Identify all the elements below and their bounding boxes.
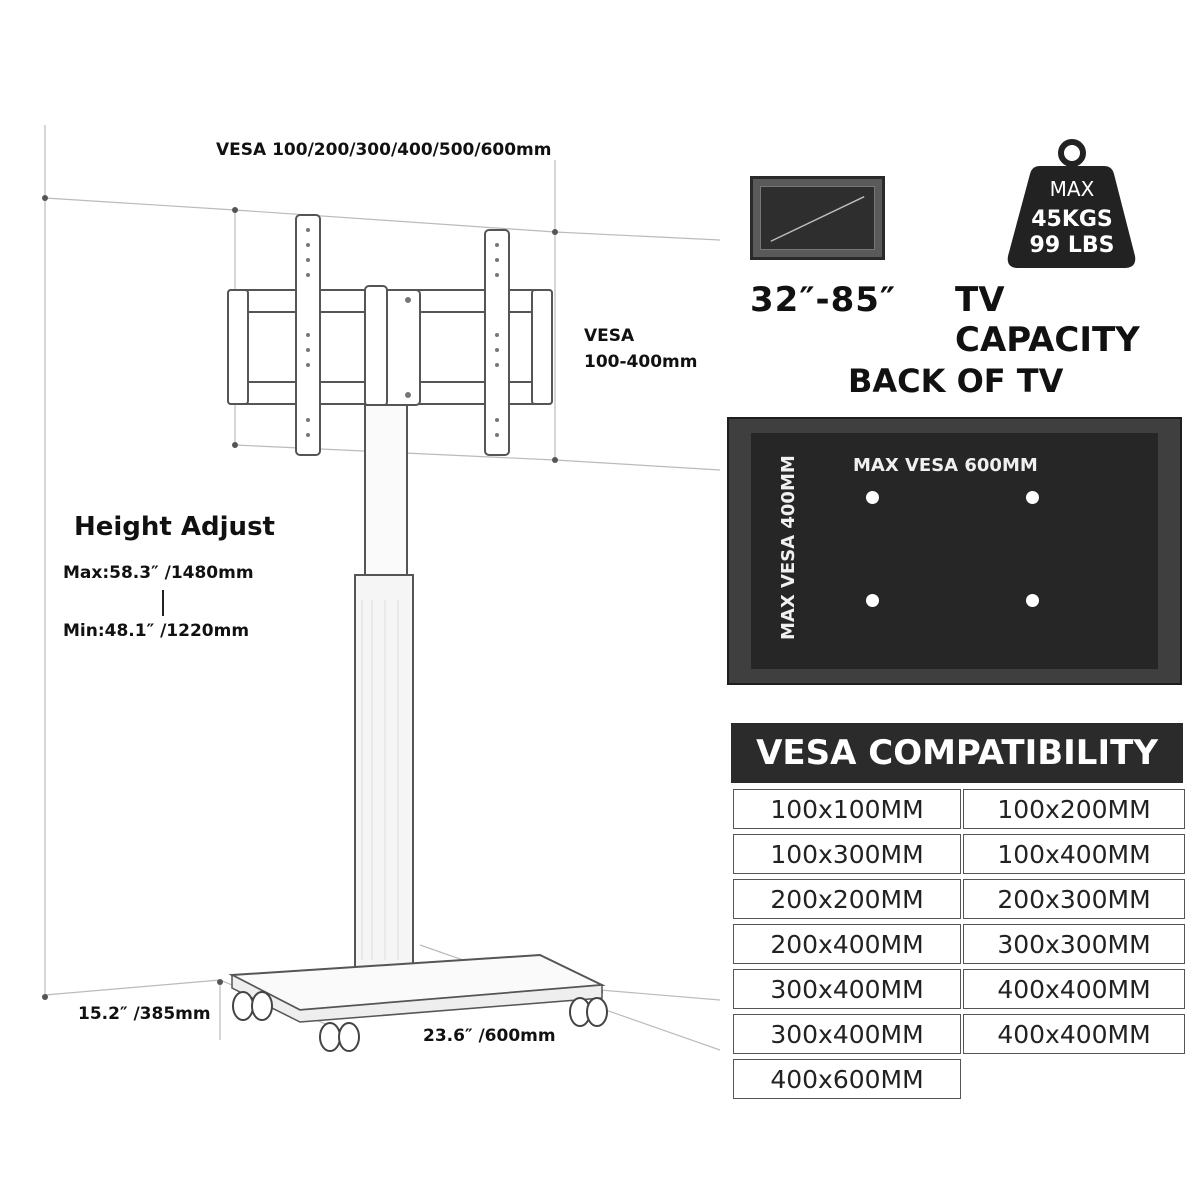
compatibility-cell: 100x400MM <box>963 834 1185 874</box>
back-of-tv-panel <box>727 417 1182 685</box>
mount-hole <box>1026 594 1039 607</box>
mount-hole <box>866 491 879 504</box>
compatibility-cell: 400x400MM <box>963 1014 1185 1054</box>
compatibility-cell: 100x200MM <box>963 789 1185 829</box>
compatibility-cell: 100x300MM <box>733 834 961 874</box>
height-max-label: Max:58.3″ /1480mm <box>63 563 254 583</box>
height-adjust-title: Height Adjust <box>74 512 275 542</box>
compatibility-cell: 400x400MM <box>963 969 1185 1009</box>
base-depth-label: 15.2″ /385mm <box>78 1004 211 1024</box>
height-min-label: Min:48.1″ /1220mm <box>63 621 250 641</box>
vesa-top-label: VESA 100/200/300/400/500/600mm <box>216 140 552 160</box>
weight-kgs-text: 45KGS <box>1031 207 1113 232</box>
tv-screen-icon <box>750 176 885 260</box>
tv-stand-drawing <box>42 125 720 1052</box>
weight-icon: MAX 45KGS 99 LBS <box>1007 139 1136 268</box>
compatibility-cell: 300x400MM <box>733 969 961 1009</box>
base-width-label: 23.6″ /600mm <box>423 1026 556 1046</box>
weight-lbs-text: 99 LBS <box>1030 233 1115 258</box>
compatibility-cell: 200x400MM <box>733 924 961 964</box>
back-of-tv-title: BACK OF TV <box>848 362 1064 400</box>
weight-max-text: MAX <box>1050 177 1095 201</box>
vesa-side-label-2: 100-400mm <box>584 352 698 372</box>
vesa-side-label-1: VESA <box>584 326 635 346</box>
screen-size-range: 32″-85″ <box>750 280 897 320</box>
compatibility-cell: 200x300MM <box>963 879 1185 919</box>
compatibility-cell: 200x200MM <box>733 879 961 919</box>
tv-capacity-label: TV CAPACITY <box>955 280 1140 360</box>
compatibility-cell: 400x600MM <box>733 1059 961 1099</box>
max-vesa-vertical-label: MAX VESA 400MM <box>778 455 799 640</box>
max-vesa-horizontal-label: MAX VESA 600MM <box>853 455 1038 476</box>
back-of-tv-face <box>751 433 1158 669</box>
compatibility-cell: 300x400MM <box>733 1014 961 1054</box>
mount-hole <box>1026 491 1039 504</box>
compatibility-cell: 100x100MM <box>733 789 961 829</box>
mount-hole <box>866 594 879 607</box>
compatibility-cell: 300x300MM <box>963 924 1185 964</box>
compatibility-title: VESA COMPATIBILITY <box>731 723 1183 783</box>
